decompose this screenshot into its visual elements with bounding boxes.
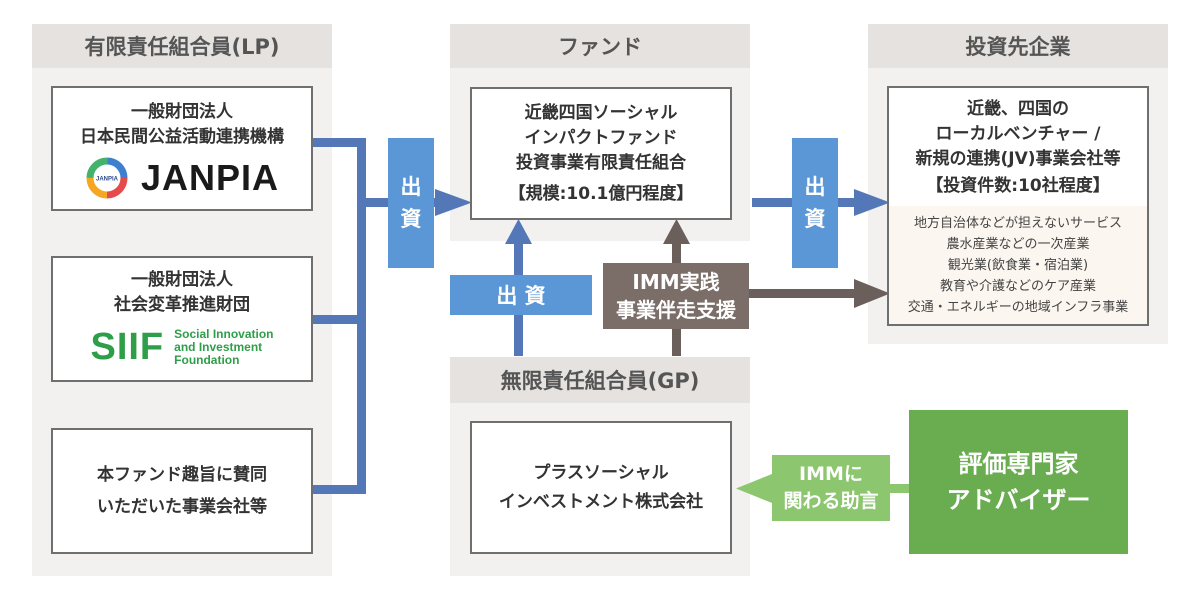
- advice-line2: 関わる助言: [783, 490, 879, 512]
- gp-support-label: IMM実践 事業伴走支援: [603, 263, 749, 329]
- advisor-line2: アドバイザー: [946, 486, 1091, 514]
- gp-header: 無限責任組合員(GP): [450, 357, 750, 403]
- siif-logo-text: SIIF: [90, 326, 165, 368]
- gp-box: プラスソーシャル インベストメント株式会社: [470, 421, 732, 554]
- fund-invest-char1: 出: [804, 175, 826, 199]
- targets-count: 【投資件数:10社程度】: [926, 176, 1110, 196]
- fund-box: 近畿四国ソーシャル インパクトファンド 投資事業有限責任組合 【規模:10.1億…: [470, 87, 732, 220]
- advisor-line1: 評価専門家: [958, 450, 1079, 478]
- janpia-logo-icon: JANPIA: [86, 157, 128, 199]
- targets-line1: 近畿、四国の: [967, 99, 1069, 119]
- targets-line3: 新規の連携(JV)事業会社等: [915, 149, 1121, 169]
- fund-invest-label: 出 資: [792, 138, 838, 268]
- fund-name-line2: インパクトファンド: [524, 127, 678, 148]
- fund-name-line3: 投資事業有限責任組合: [516, 152, 686, 173]
- lp-invest-label: 出 資: [388, 138, 434, 268]
- siif-name: 社会変革推進財団: [114, 295, 250, 315]
- lp-header: 有限責任組合員(LP): [32, 24, 332, 68]
- lp-bracket: [312, 138, 366, 494]
- sector-item: 交通・エネルギーの地域インフラ事業: [907, 299, 1129, 315]
- janpia-name: 日本民間公益活動連携機構: [80, 127, 284, 147]
- siif-sub-line3: Foundation: [174, 353, 240, 367]
- fund-invest-char2: 資: [804, 207, 826, 231]
- gp-invest-label: 出 資: [450, 275, 592, 315]
- siif-sub-line2: and Investment: [174, 340, 263, 354]
- support-to-targets-arrow: [748, 279, 890, 308]
- advice-label: IMMに 関わる助言: [772, 455, 890, 521]
- siif-sub-line1: Social Innovation: [174, 327, 274, 341]
- fund-name-line1: 近畿四国ソーシャル: [524, 102, 678, 123]
- companies-line1: 本ファンド趣旨に賛同: [97, 465, 267, 485]
- siif-box: 一般財団法人 社会変革推進財団 SIIF Social Innovation a…: [51, 256, 313, 382]
- janpia-logo-small-text: JANPIA: [96, 177, 119, 183]
- advice-arrow: [736, 474, 910, 503]
- siif-logo-subtext: Social Innovation and Investment Foundat…: [174, 328, 273, 367]
- support-line1: IMM実践: [632, 270, 720, 294]
- fund-header: ファンド: [450, 24, 750, 68]
- advisor-box: 評価専門家 アドバイザー: [909, 410, 1128, 554]
- sector-item: 観光業(飲食業・宿泊業): [947, 257, 1089, 273]
- janpia-logo-text: JANPIA: [140, 157, 280, 198]
- gp-name-line2: インベストメント株式会社: [498, 491, 704, 512]
- janpia-logo: JANPIA JANPIA: [85, 156, 279, 200]
- siif-logo: SIIF Social Innovation and Investment Fo…: [90, 326, 273, 369]
- lp-invest-char2: 資: [400, 207, 422, 231]
- gp-name-line1: プラスソーシャル: [533, 462, 669, 483]
- fund-scale: 【規模:10.1億円程度】: [508, 183, 694, 204]
- advice-line1: IMMに: [799, 463, 863, 485]
- targets-sectors: 地方自治体などが担えないサービス 農水産業などの一次産業 観光業(飲食業・宿泊業…: [889, 206, 1147, 324]
- lp-invest-char1: 出: [400, 175, 422, 199]
- janpia-type: 一般財団法人: [131, 102, 233, 122]
- sector-item: 農水産業などの一次産業: [946, 236, 1090, 252]
- companies-line2: いただいた事業会社等: [97, 497, 267, 517]
- sector-item: 教育や介護などのケア産業: [939, 278, 1096, 294]
- companies-box: 本ファンド趣旨に賛同 いただいた事業会社等: [51, 428, 313, 554]
- targets-header: 投資先企業: [868, 24, 1168, 68]
- sector-item: 地方自治体などが担えないサービス: [913, 215, 1122, 231]
- siif-type: 一般財団法人: [131, 270, 233, 290]
- targets-line2: ローカルベンチャー /: [935, 124, 1101, 144]
- support-line2: 事業伴走支援: [616, 298, 736, 322]
- janpia-box: 一般財団法人 日本民間公益活動連携機構 JANPIA JANPIA: [51, 86, 313, 211]
